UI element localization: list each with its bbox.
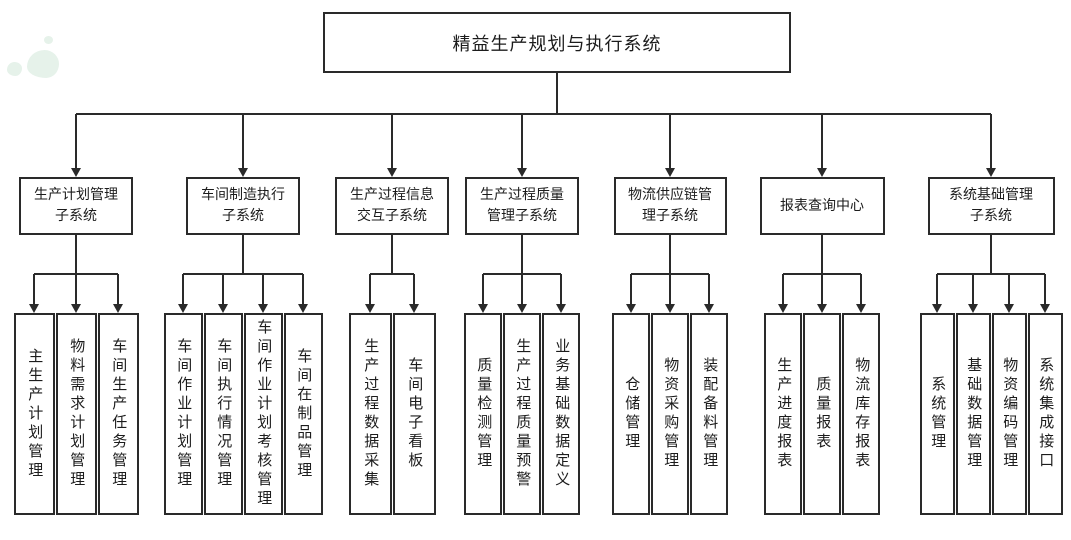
watermark-blob	[7, 62, 22, 76]
module-label: 物资编码管理	[1001, 357, 1018, 471]
module-node: 装配备料管理	[690, 313, 728, 515]
module-label: 车间作业计划考核管理	[255, 319, 272, 509]
module-node: 生产过程数据采集	[348, 313, 392, 515]
subsystem-node-3: 生产过程信息交互子系统	[335, 177, 449, 235]
subsystem-node-2: 车间制造执行子系统	[186, 177, 300, 235]
module-node: 车间作业计划管理	[163, 313, 203, 515]
module-label: 车间执行情况管理	[215, 338, 232, 490]
module-node: 物资采购管理	[651, 313, 689, 515]
watermark-blob	[44, 36, 53, 44]
watermark-blob	[27, 50, 59, 78]
subsystem-label: 生产过程信息交互子系统	[350, 188, 434, 224]
module-label: 车间在制品管理	[295, 347, 312, 481]
module-node: 系统管理	[919, 313, 955, 515]
module-node: 生产进度报表	[764, 313, 802, 515]
module-node: 车间作业计划考核管理	[243, 313, 283, 515]
subsystem-node-7: 系统基础管理子系统	[927, 177, 1055, 235]
root-node: 精益生产规划与执行系统	[323, 12, 791, 73]
module-node: 车间在制品管理	[283, 313, 323, 515]
module-node: 仓储管理	[612, 313, 650, 515]
subsystem-node-1: 生产计划管理子系统	[19, 177, 133, 235]
subsystem-label: 物流供应链管理子系统	[628, 188, 712, 224]
module-label: 系统集成接口	[1037, 357, 1054, 471]
module-node: 物资编码管理	[991, 313, 1027, 515]
module-label: 物料需求计划管理	[68, 338, 85, 490]
module-node: 车间生产任务管理	[97, 313, 139, 515]
module-label: 物资采购管理	[662, 357, 679, 471]
module-node: 业务基础数据定义	[542, 313, 580, 515]
module-node: 质量报表	[803, 313, 841, 515]
module-node: 物流库存报表	[842, 313, 880, 515]
module-label: 车间电子看板	[406, 357, 423, 471]
module-label: 生产进度报表	[775, 357, 792, 471]
module-label: 基础数据管理	[965, 357, 982, 471]
module-node: 基础数据管理	[955, 313, 991, 515]
subsystem-node-6: 报表查询中心	[759, 177, 885, 235]
subsystem-label: 报表查询中心	[780, 198, 864, 214]
subsystem-label: 生产过程质量管理子系统	[480, 188, 564, 224]
module-label: 系统管理	[929, 376, 946, 452]
module-node: 系统集成接口	[1027, 313, 1063, 515]
module-label: 质量报表	[814, 376, 831, 452]
subsystem-label: 车间制造执行子系统	[201, 188, 285, 224]
module-node: 质量检测管理	[464, 313, 502, 515]
module-node: 主生产计划管理	[13, 313, 55, 515]
module-label: 装配备料管理	[701, 357, 718, 471]
module-node: 车间电子看板	[392, 313, 436, 515]
root-node-label: 精益生产规划与执行系统	[452, 33, 662, 54]
module-label: 物流库存报表	[853, 357, 870, 471]
module-label: 业务基础数据定义	[553, 338, 570, 490]
subsystem-label: 系统基础管理子系统	[949, 188, 1033, 224]
module-label: 车间生产任务管理	[110, 338, 127, 490]
module-label: 生产过程质量预警	[514, 338, 531, 490]
module-node: 车间执行情况管理	[203, 313, 243, 515]
subsystem-label: 生产计划管理子系统	[34, 188, 118, 224]
module-label: 主生产计划管理	[26, 347, 43, 481]
subsystem-node-5: 物流供应链管理子系统	[613, 177, 727, 235]
module-label: 仓储管理	[623, 376, 640, 452]
subsystem-node-4: 生产过程质量管理子系统	[465, 177, 579, 235]
module-label: 生产过程数据采集	[362, 338, 379, 490]
module-label: 质量检测管理	[475, 357, 492, 471]
module-node: 物料需求计划管理	[55, 313, 97, 515]
module-node: 生产过程质量预警	[503, 313, 541, 515]
module-label: 车间作业计划管理	[175, 338, 192, 490]
